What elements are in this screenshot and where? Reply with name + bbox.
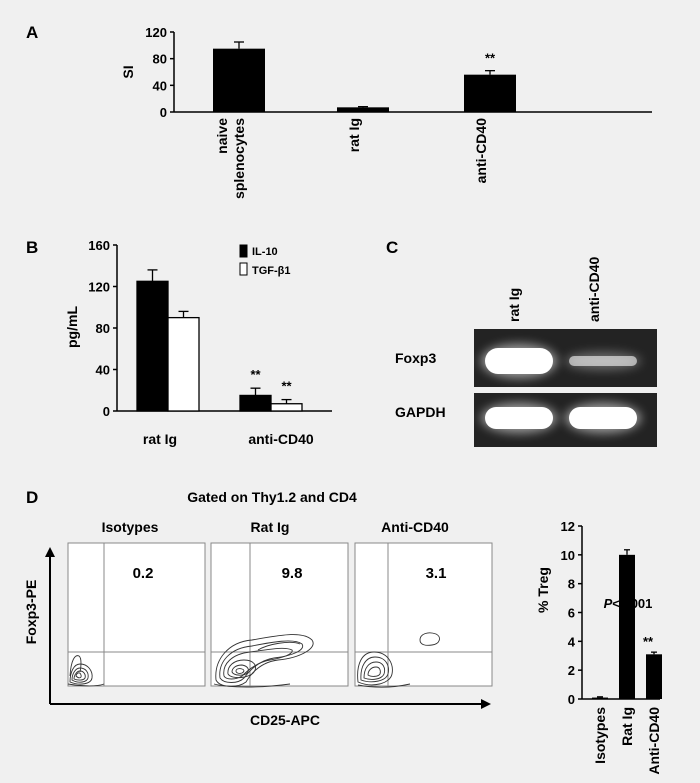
panel-b-bar <box>167 316 200 412</box>
gel-band <box>485 407 553 429</box>
panel-d-category-label: Isotypes <box>592 707 608 764</box>
panel-b-y-axis: 0 40 80 120 160 <box>88 238 117 419</box>
panel-a-bars: ** <box>213 41 516 112</box>
flow-plot-isotypes: Isotypes 0.2 <box>67 519 206 687</box>
panel-b-significance: ** <box>250 367 261 382</box>
gel-band <box>569 407 637 429</box>
panel-b-tick-label: 120 <box>88 280 110 295</box>
panel-b-tick-label: 80 <box>96 321 110 336</box>
panel-label-b: B <box>26 238 38 257</box>
panel-d-category-label: Anti-CD40 <box>646 707 662 775</box>
panel-a-tick-label: 120 <box>145 25 167 40</box>
flow-value-rat-ig: 9.8 <box>282 565 303 582</box>
panel-a-category-line: splenocytes <box>231 118 247 199</box>
gel-bands <box>481 344 641 433</box>
flow-plot-frame <box>67 542 206 687</box>
flow-gating-title: Gated on Thy1.2 and CD4 <box>187 489 357 505</box>
panel-d-y-axis: 0 2 4 6 8 10 12 <box>561 519 582 707</box>
panel-b-significance: ** <box>281 379 292 394</box>
legend-label-tgfb1: TGF-β1 <box>252 265 291 277</box>
panel-a-category-line: rat Ig <box>346 118 362 152</box>
gel-band-label-foxp3: Foxp3 <box>395 350 436 366</box>
panel-d-category-label: Rat Ig <box>619 707 635 746</box>
panel-d-bars: ** <box>592 549 662 699</box>
panel-d-bar <box>646 654 662 699</box>
panel-a-significance: ** <box>485 51 496 66</box>
flow-plot-rat-ig: Rat Ig 9.8 <box>210 519 349 688</box>
gel-lane-label-anti-cd40: anti-CD40 <box>586 256 602 322</box>
panel-a-category-line: anti-CD40 <box>473 118 489 184</box>
panel-d: D Gated on Thy1.2 and CD4 Isotypes 0.2 R… <box>23 488 662 775</box>
flow-plot-title-rat-ig: Rat Ig <box>251 519 290 535</box>
panel-d-tick-label: 2 <box>568 663 575 678</box>
flow-value-isotypes: 0.2 <box>133 565 154 582</box>
panel-a-tick-label: 0 <box>160 105 167 120</box>
panel-a-ylabel: SI <box>120 65 136 78</box>
panel-a-bar <box>464 74 516 112</box>
panel-b-bar <box>270 403 303 412</box>
panel-d-tick-label: 10 <box>561 548 575 563</box>
panel-d-categories: Isotypes Rat Ig Anti-CD40 <box>592 707 662 775</box>
panel-b-categories: rat Ig anti-CD40 <box>143 431 314 447</box>
panel-a-category-line: naive <box>214 118 230 154</box>
panel-label-d: D <box>26 488 38 507</box>
panel-a-category-label: naivesplenocytes <box>214 118 247 199</box>
flow-plot-title-anti-cd40: Anti-CD40 <box>381 519 449 535</box>
flow-contours <box>357 632 440 688</box>
panel-b: B pg/mL 0 40 80 120 160 ** ** rat Ig anti-CD40… <box>26 238 332 447</box>
panel-a-tick-label: 40 <box>153 78 167 93</box>
flow-plot-frame <box>354 542 493 687</box>
panel-d-tick-label: 0 <box>568 692 575 707</box>
panel-label-a: A <box>26 23 38 42</box>
panel-d-bar <box>592 697 608 699</box>
pvalue-number: <0.001 <box>612 596 652 611</box>
panel-d-pvalue: P<0.001 <box>604 596 653 611</box>
panel-d-significance: ** <box>643 634 654 649</box>
panel-a: A SI 0 40 80 120 ** naivesplenocytes rat Ig a… <box>26 23 652 199</box>
panel-b-tick-label: 160 <box>88 238 110 253</box>
panel-d-tick-label: 4 <box>568 634 576 649</box>
panel-b-bar <box>136 280 169 412</box>
panel-b-legend: IL-10 TGF-β1 <box>239 244 291 277</box>
gel-band <box>485 348 553 374</box>
panel-a-y-axis: 0 40 80 120 <box>145 25 174 120</box>
panel-b-ylabel: pg/mL <box>64 306 80 348</box>
panel-b-category-label: anti-CD40 <box>248 431 314 447</box>
legend-swatch-il10 <box>239 244 248 258</box>
flow-plot-anti-cd40: Anti-CD40 3.1 <box>354 519 493 688</box>
flow-plot-title-isotypes: Isotypes <box>102 519 159 535</box>
panel-a-category-label: rat Ig <box>346 118 362 152</box>
panel-b-tick-label: 40 <box>96 363 110 378</box>
panel-b-bars: ** ** <box>136 269 303 412</box>
panel-a-categories: naivesplenocytes rat Ig anti-CD40 <box>214 118 489 199</box>
panel-a-category-label: anti-CD40 <box>473 118 489 184</box>
legend-label-il10: IL-10 <box>252 246 278 258</box>
flow-contours <box>67 655 105 687</box>
panel-a-bar <box>213 48 265 112</box>
flow-contours <box>213 634 314 688</box>
panel-d-bar <box>619 554 635 699</box>
panel-b-tick-label: 0 <box>103 404 110 419</box>
pvalue-italic: P <box>604 596 613 611</box>
panel-d-ylabel: % Treg <box>535 567 551 613</box>
legend-swatch-tgfb1 <box>239 262 248 276</box>
gel-band-label-gapdh: GAPDH <box>395 404 446 420</box>
panel-b-bar <box>239 394 272 412</box>
panel-d-tick-label: 8 <box>568 577 575 592</box>
flow-value-anti-cd40: 3.1 <box>426 565 447 582</box>
panel-c: C rat Ig anti-CD40 Foxp3 GAPDH <box>386 238 657 447</box>
panel-d-tick-label: 6 <box>568 606 575 621</box>
panel-b-category-label: rat Ig <box>143 431 177 447</box>
panel-a-tick-label: 80 <box>153 52 167 67</box>
panel-label-c: C <box>386 238 398 257</box>
flow-ylabel: Foxp3-PE <box>23 580 39 645</box>
gel-band <box>569 356 637 366</box>
panel-d-tick-label: 12 <box>561 519 575 534</box>
flow-xlabel: CD25-APC <box>250 712 320 728</box>
gel-lane-label-rat-ig: rat Ig <box>506 288 522 322</box>
panel-a-bar <box>337 107 389 112</box>
